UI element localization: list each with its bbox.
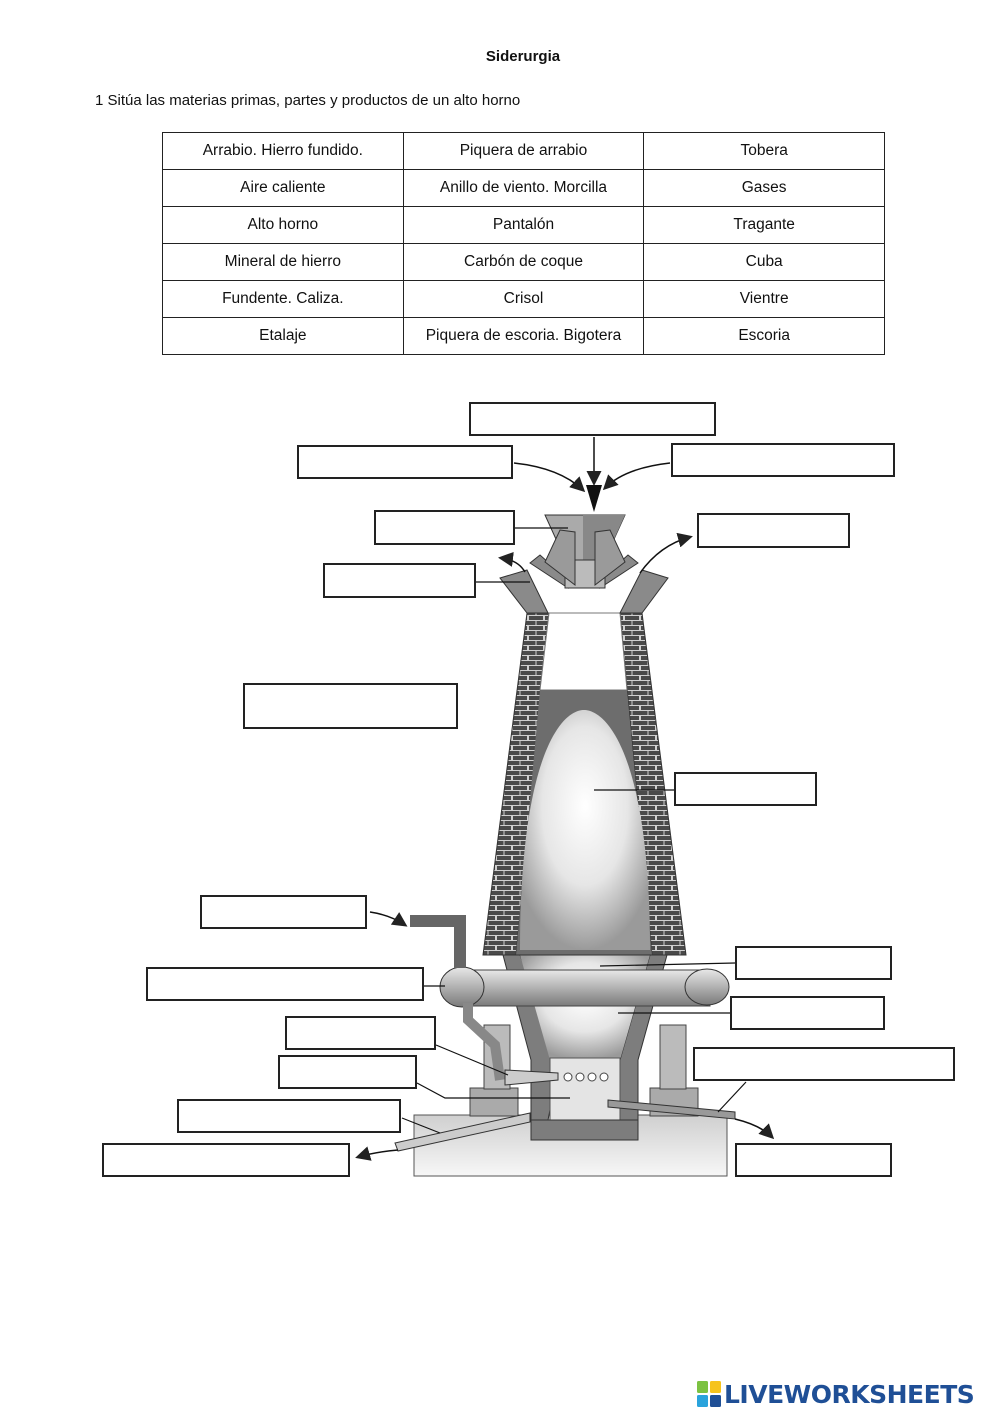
right-post <box>659 1024 687 1090</box>
table-row: Alto horno Pantalón Tragante <box>162 206 885 244</box>
answer-box-slag-notch[interactable] <box>693 1047 955 1081</box>
bell-right-arm <box>594 529 626 587</box>
bustle-pipe-right-end <box>684 968 730 1006</box>
tuyere-nozzle <box>504 1069 559 1086</box>
flame-zone <box>520 710 650 950</box>
left-support <box>469 1087 519 1117</box>
bell-left-arm <box>544 529 576 587</box>
tuyere-pipe <box>463 1003 505 1081</box>
hot-air-pipe <box>410 915 466 968</box>
answer-box-belly[interactable] <box>735 946 892 980</box>
throat-cone-right <box>619 569 669 614</box>
answer-box-hopper[interactable] <box>374 510 515 545</box>
bustle-pipe <box>459 969 711 1007</box>
answer-box-iron-notch[interactable] <box>177 1099 401 1133</box>
throat-interior <box>539 612 628 691</box>
answer-box-iron-product[interactable] <box>102 1143 350 1177</box>
table-cell: Escoria <box>643 317 885 355</box>
liveworksheets-logo: LIVEWORKSHEETS <box>697 1377 997 1411</box>
big-down-arrow <box>586 485 602 512</box>
answer-box-furnace[interactable] <box>243 683 458 729</box>
answer-box-bustle-pipe[interactable] <box>146 967 424 1001</box>
answer-box-tuyere[interactable] <box>285 1016 436 1050</box>
answer-box-hearth[interactable] <box>278 1055 417 1089</box>
answer-box-top-right[interactable] <box>671 443 895 477</box>
table-row: Aire caliente Anillo de viento. Morcilla… <box>162 169 885 207</box>
table-cell: Vientre <box>643 280 885 318</box>
answer-box-hot-air[interactable] <box>200 895 367 929</box>
table-row: Fundente. Caliza. Crisol Vientre <box>162 280 885 318</box>
hearth-interior <box>549 1057 621 1125</box>
answer-box-shaft[interactable] <box>674 772 817 806</box>
hearth-bottom <box>530 1119 639 1141</box>
table-cell: Piquera de escoria. Bigotera <box>402 317 645 355</box>
table-cell: Anillo de viento. Morcilla <box>402 169 645 207</box>
table-cell: Alto horno <box>162 206 404 244</box>
table-cell: Arrabio. Hierro fundido. <box>162 132 404 170</box>
answer-box-top[interactable] <box>469 402 716 436</box>
table-cell: Fundente. Caliza. <box>162 280 404 318</box>
table-cell: Mineral de hierro <box>162 243 404 281</box>
instruction-text: 1 Sitúa las materias primas, partes y pr… <box>95 92 521 109</box>
table-cell: Gases <box>643 169 885 207</box>
table-cell: Crisol <box>402 280 645 318</box>
table-cell: Pantalón <box>402 206 645 244</box>
answer-box-top-left[interactable] <box>297 445 513 479</box>
liveworksheets-logo-icon <box>697 1381 721 1407</box>
answer-box-gases-right[interactable] <box>697 513 850 548</box>
answer-box-bosh[interactable] <box>730 996 885 1030</box>
throat-cone <box>499 569 549 614</box>
table-row: Arrabio. Hierro fundido. Piquera de arra… <box>162 132 885 170</box>
bustle-pipe-left-end <box>439 966 485 1008</box>
page-title: Siderurgia <box>485 48 561 65</box>
terms-table: Arrabio. Hierro fundido. Piquera de arra… <box>162 132 885 355</box>
answer-box-slag-product[interactable] <box>735 1143 892 1177</box>
answer-box-gases-left[interactable] <box>323 563 476 598</box>
table-cell: Etalaje <box>162 317 404 355</box>
liveworksheets-logo-text: LIVEWORKSHEETS <box>724 1379 975 1409</box>
table-cell: Aire caliente <box>162 169 404 207</box>
tuyere-holes <box>563 1072 609 1082</box>
table-row: Etalaje Piquera de escoria. Bigotera Esc… <box>162 317 885 355</box>
